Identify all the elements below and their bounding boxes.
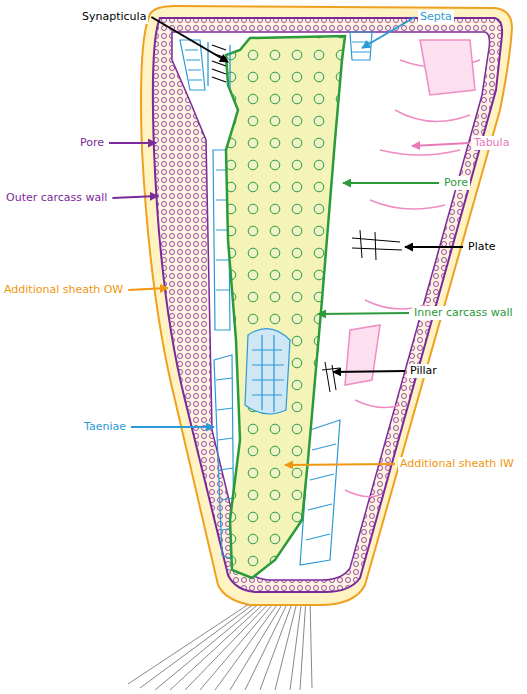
inner-taeniae — [245, 329, 290, 414]
leader-arrow — [109, 142, 156, 144]
part-label: Tabula — [472, 136, 511, 150]
part-label: Additional sheath IW — [398, 457, 516, 471]
leader-arrow — [405, 246, 463, 248]
part-label: Pore — [78, 136, 106, 150]
inner-wall — [226, 36, 345, 578]
leader-arrow — [151, 17, 228, 62]
leader-arrow — [285, 464, 395, 465]
leader-arrow — [131, 426, 214, 428]
part-label: Septa — [418, 10, 454, 24]
leader-arrow — [362, 17, 415, 48]
fibres — [128, 598, 312, 690]
leader-arrow — [343, 182, 439, 184]
leader-arrow — [412, 143, 469, 146]
synapticula — [208, 42, 230, 88]
part-label: Synapticula — [80, 10, 148, 24]
leader-arrow — [112, 196, 158, 198]
part-label: Plate — [466, 240, 498, 254]
plates-pillars — [322, 230, 402, 392]
tabulae — [345, 40, 480, 497]
leader-arrow — [333, 371, 405, 372]
part-label: Pillar — [408, 364, 439, 378]
leader-arrow — [128, 288, 168, 290]
part-label: Taeniae — [82, 420, 128, 434]
part-label: Inner carcass wall — [412, 306, 515, 320]
outer-wall — [153, 18, 502, 592]
part-label: Outer carcass wall — [4, 191, 109, 205]
part-label: Additional sheath OW — [2, 283, 125, 297]
part-label: Pore — [442, 176, 470, 190]
leader-arrow — [318, 313, 409, 314]
